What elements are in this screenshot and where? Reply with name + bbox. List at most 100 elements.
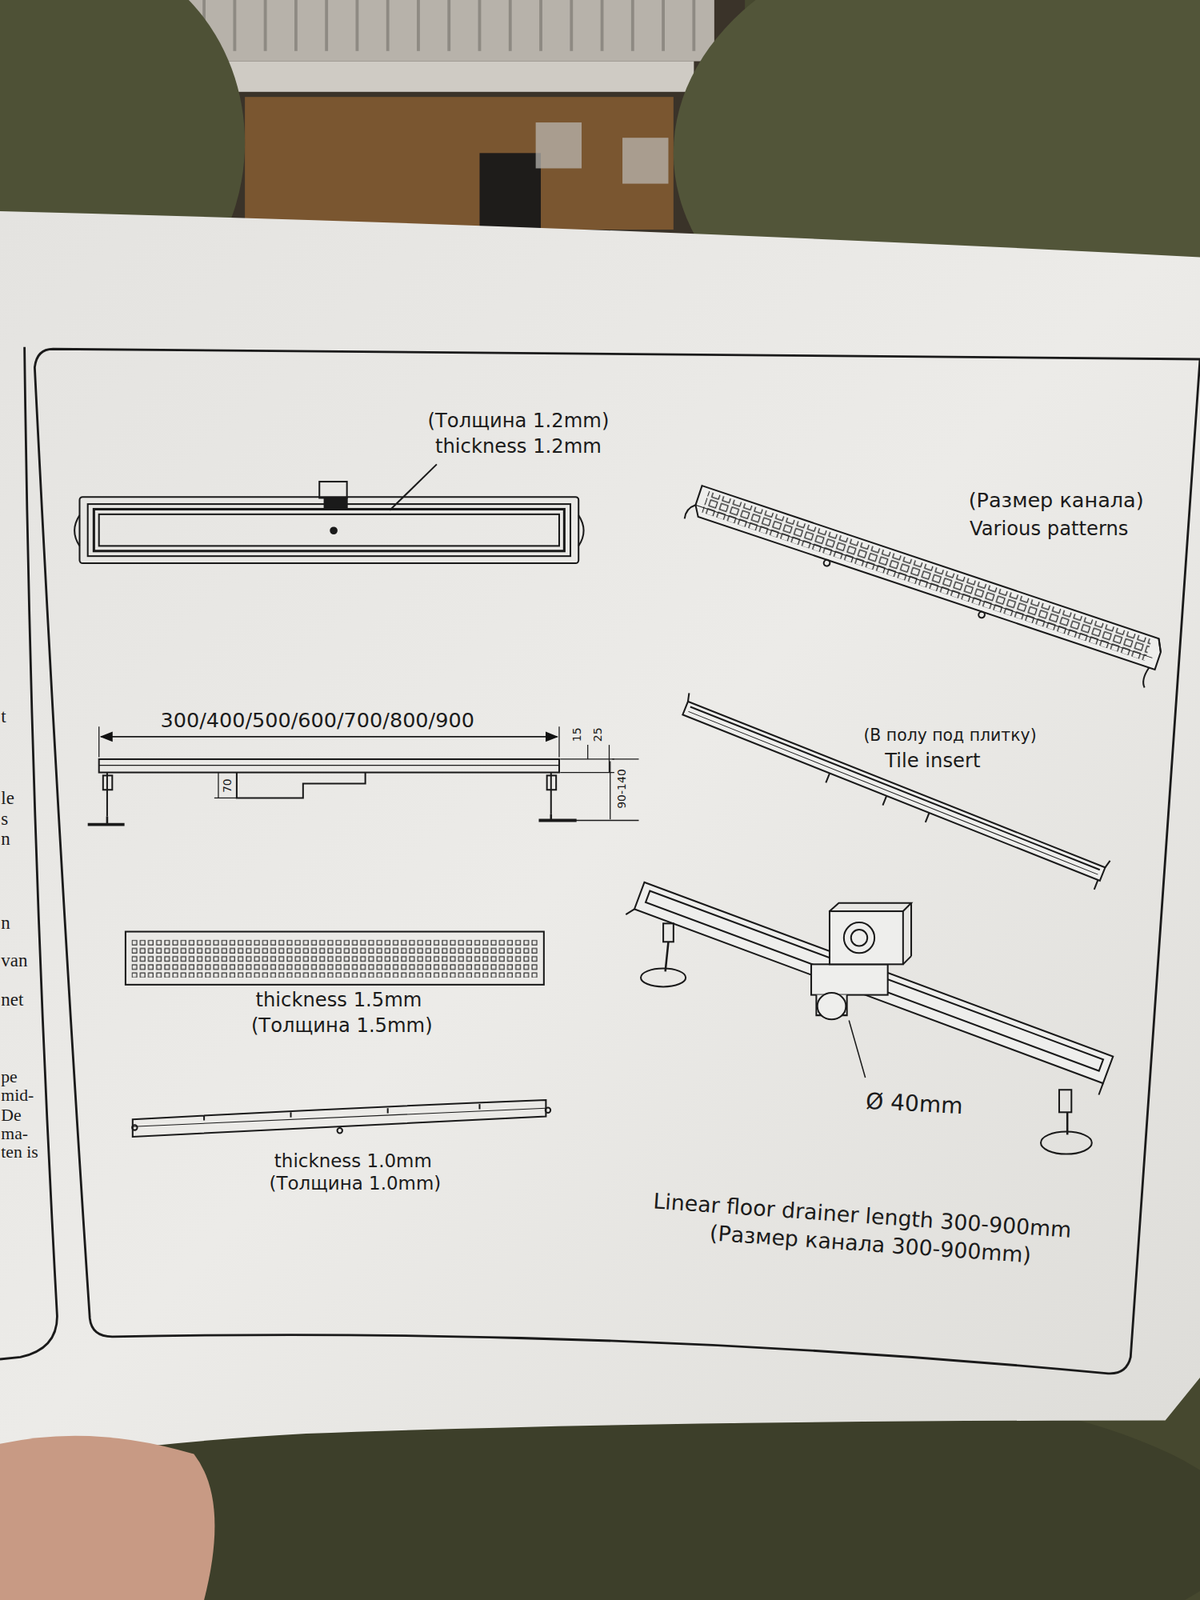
drawing-stroke	[324, 0, 328, 52]
page-fragment: De	[0, 1106, 21, 1126]
drawing-stroke	[132, 940, 539, 978]
page-fragment: net	[0, 989, 24, 1010]
drawing-stroke	[508, 0, 512, 52]
drawing-stroke	[337, 1128, 343, 1133]
page-fragment: pe	[0, 1068, 17, 1088]
drawing-stroke	[1155, 638, 1165, 652]
drawing-stroke	[686, 692, 692, 701]
part-caption: (Размер канала)	[968, 488, 1144, 512]
drawing-stroke	[550, 772, 552, 815]
thickness-note: thickness 1.0mm	[274, 1151, 432, 1172]
drawing-stroke	[204, 0, 694, 52]
drawing-stroke	[608, 744, 610, 772]
drawings	[74, 464, 1165, 1154]
tile-insert-flat	[132, 1100, 551, 1137]
drawing-stroke	[569, 0, 573, 52]
leader-line	[848, 1020, 865, 1078]
drawing-stroke	[817, 992, 847, 1020]
page-fragment: t	[0, 707, 6, 728]
thickness-note: thickness 1.2mm	[435, 435, 602, 457]
drawing-stroke	[684, 503, 696, 521]
drawing-stroke	[324, 497, 348, 508]
drawing-stroke	[625, 907, 635, 917]
drawing-stroke	[132, 1124, 137, 1130]
paper-sheet	[0, 211, 1200, 1468]
drawing-stroke	[99, 764, 560, 766]
drawing-stroke	[1040, 1132, 1092, 1155]
drawing-stroke	[825, 773, 830, 784]
drawing-stroke	[663, 923, 674, 942]
drawing-stroke	[578, 515, 584, 546]
drawing-stroke	[688, 711, 1098, 875]
drawing-stroke	[1140, 667, 1151, 688]
drawing-stroke	[1094, 880, 1099, 890]
drawing-stroke	[556, 820, 639, 821]
drawing-stroke	[1104, 860, 1110, 868]
drawing-stroke	[903, 956, 912, 964]
drawing-stroke	[549, 814, 552, 821]
page-fragment: s	[0, 809, 8, 830]
drawing-stroke	[184, 0, 715, 62]
drawing-stroke	[217, 772, 219, 799]
drawing-stroke	[236, 772, 366, 799]
part-caption: Various patterns	[969, 517, 1128, 540]
thickness-note: (Толщина 1.2mm)	[428, 409, 610, 432]
drawing-stroke	[634, 882, 1113, 1084]
drawing-stroke	[682, 701, 1105, 881]
drawing-stroke	[244, 96, 674, 230]
drawing-stroke	[547, 775, 556, 790]
drawing-stroke	[478, 1104, 480, 1109]
tile-insert-perspective	[676, 692, 1110, 891]
drawing-stroke	[665, 941, 669, 972]
thickness-note: (Толщина 1.5mm)	[251, 1015, 433, 1037]
drawing-stroke	[829, 911, 904, 964]
channel-perspective	[624, 880, 1114, 1154]
drawing-stroke	[99, 514, 560, 547]
drawing-stroke	[98, 726, 100, 757]
page-fragment: le	[0, 788, 15, 809]
channel-top-view	[74, 464, 584, 564]
drawing-stroke	[910, 903, 912, 956]
drawing-stroke	[1098, 1083, 1103, 1095]
leader-line	[389, 464, 437, 510]
grate-perspective	[680, 484, 1165, 690]
drawing-stroke	[214, 797, 237, 799]
drawing-stroke	[479, 152, 541, 235]
drawing-stroke	[173, 0, 745, 245]
drawing-stroke	[545, 1108, 551, 1113]
drawing-stroke	[587, 744, 588, 760]
dimension-arrow	[100, 736, 557, 738]
drawing-stroke	[695, 504, 1152, 658]
dimension-label: 25	[592, 727, 605, 742]
drawing-stroke	[106, 772, 108, 817]
drawing-stroke	[661, 0, 665, 52]
pipe-diameter: Ø 40mm	[864, 1089, 964, 1120]
drawing-stroke	[612, 758, 639, 760]
drawing-stroke	[558, 726, 560, 757]
drawing-stroke	[478, 0, 482, 52]
drawing-stroke	[1059, 1089, 1072, 1112]
drawing-stroke	[232, 0, 236, 52]
drawing-stroke	[387, 1108, 389, 1113]
drawing-stroke	[560, 772, 615, 773]
drawing-stroke	[132, 1108, 547, 1127]
page-fragment: n	[0, 913, 10, 934]
drawing-stroke	[125, 932, 544, 985]
drawing-stroke	[99, 759, 560, 773]
drawing-stroke	[640, 968, 686, 987]
drawing-stroke	[319, 481, 347, 498]
drawing-stroke	[690, 706, 1100, 870]
drawing-stroke	[88, 504, 571, 556]
dimension-label: 300/400/500/600/700/800/900	[160, 708, 474, 732]
left-page-border	[0, 347, 57, 1360]
drawing-stroke	[416, 0, 420, 52]
dimension-label: 15	[571, 727, 584, 742]
drawing-stroke	[330, 527, 337, 534]
page-frame	[34, 348, 1200, 1374]
drawing-stroke	[624, 880, 1114, 1095]
drawing-stroke	[93, 508, 564, 551]
drawing-stroke	[829, 903, 912, 912]
